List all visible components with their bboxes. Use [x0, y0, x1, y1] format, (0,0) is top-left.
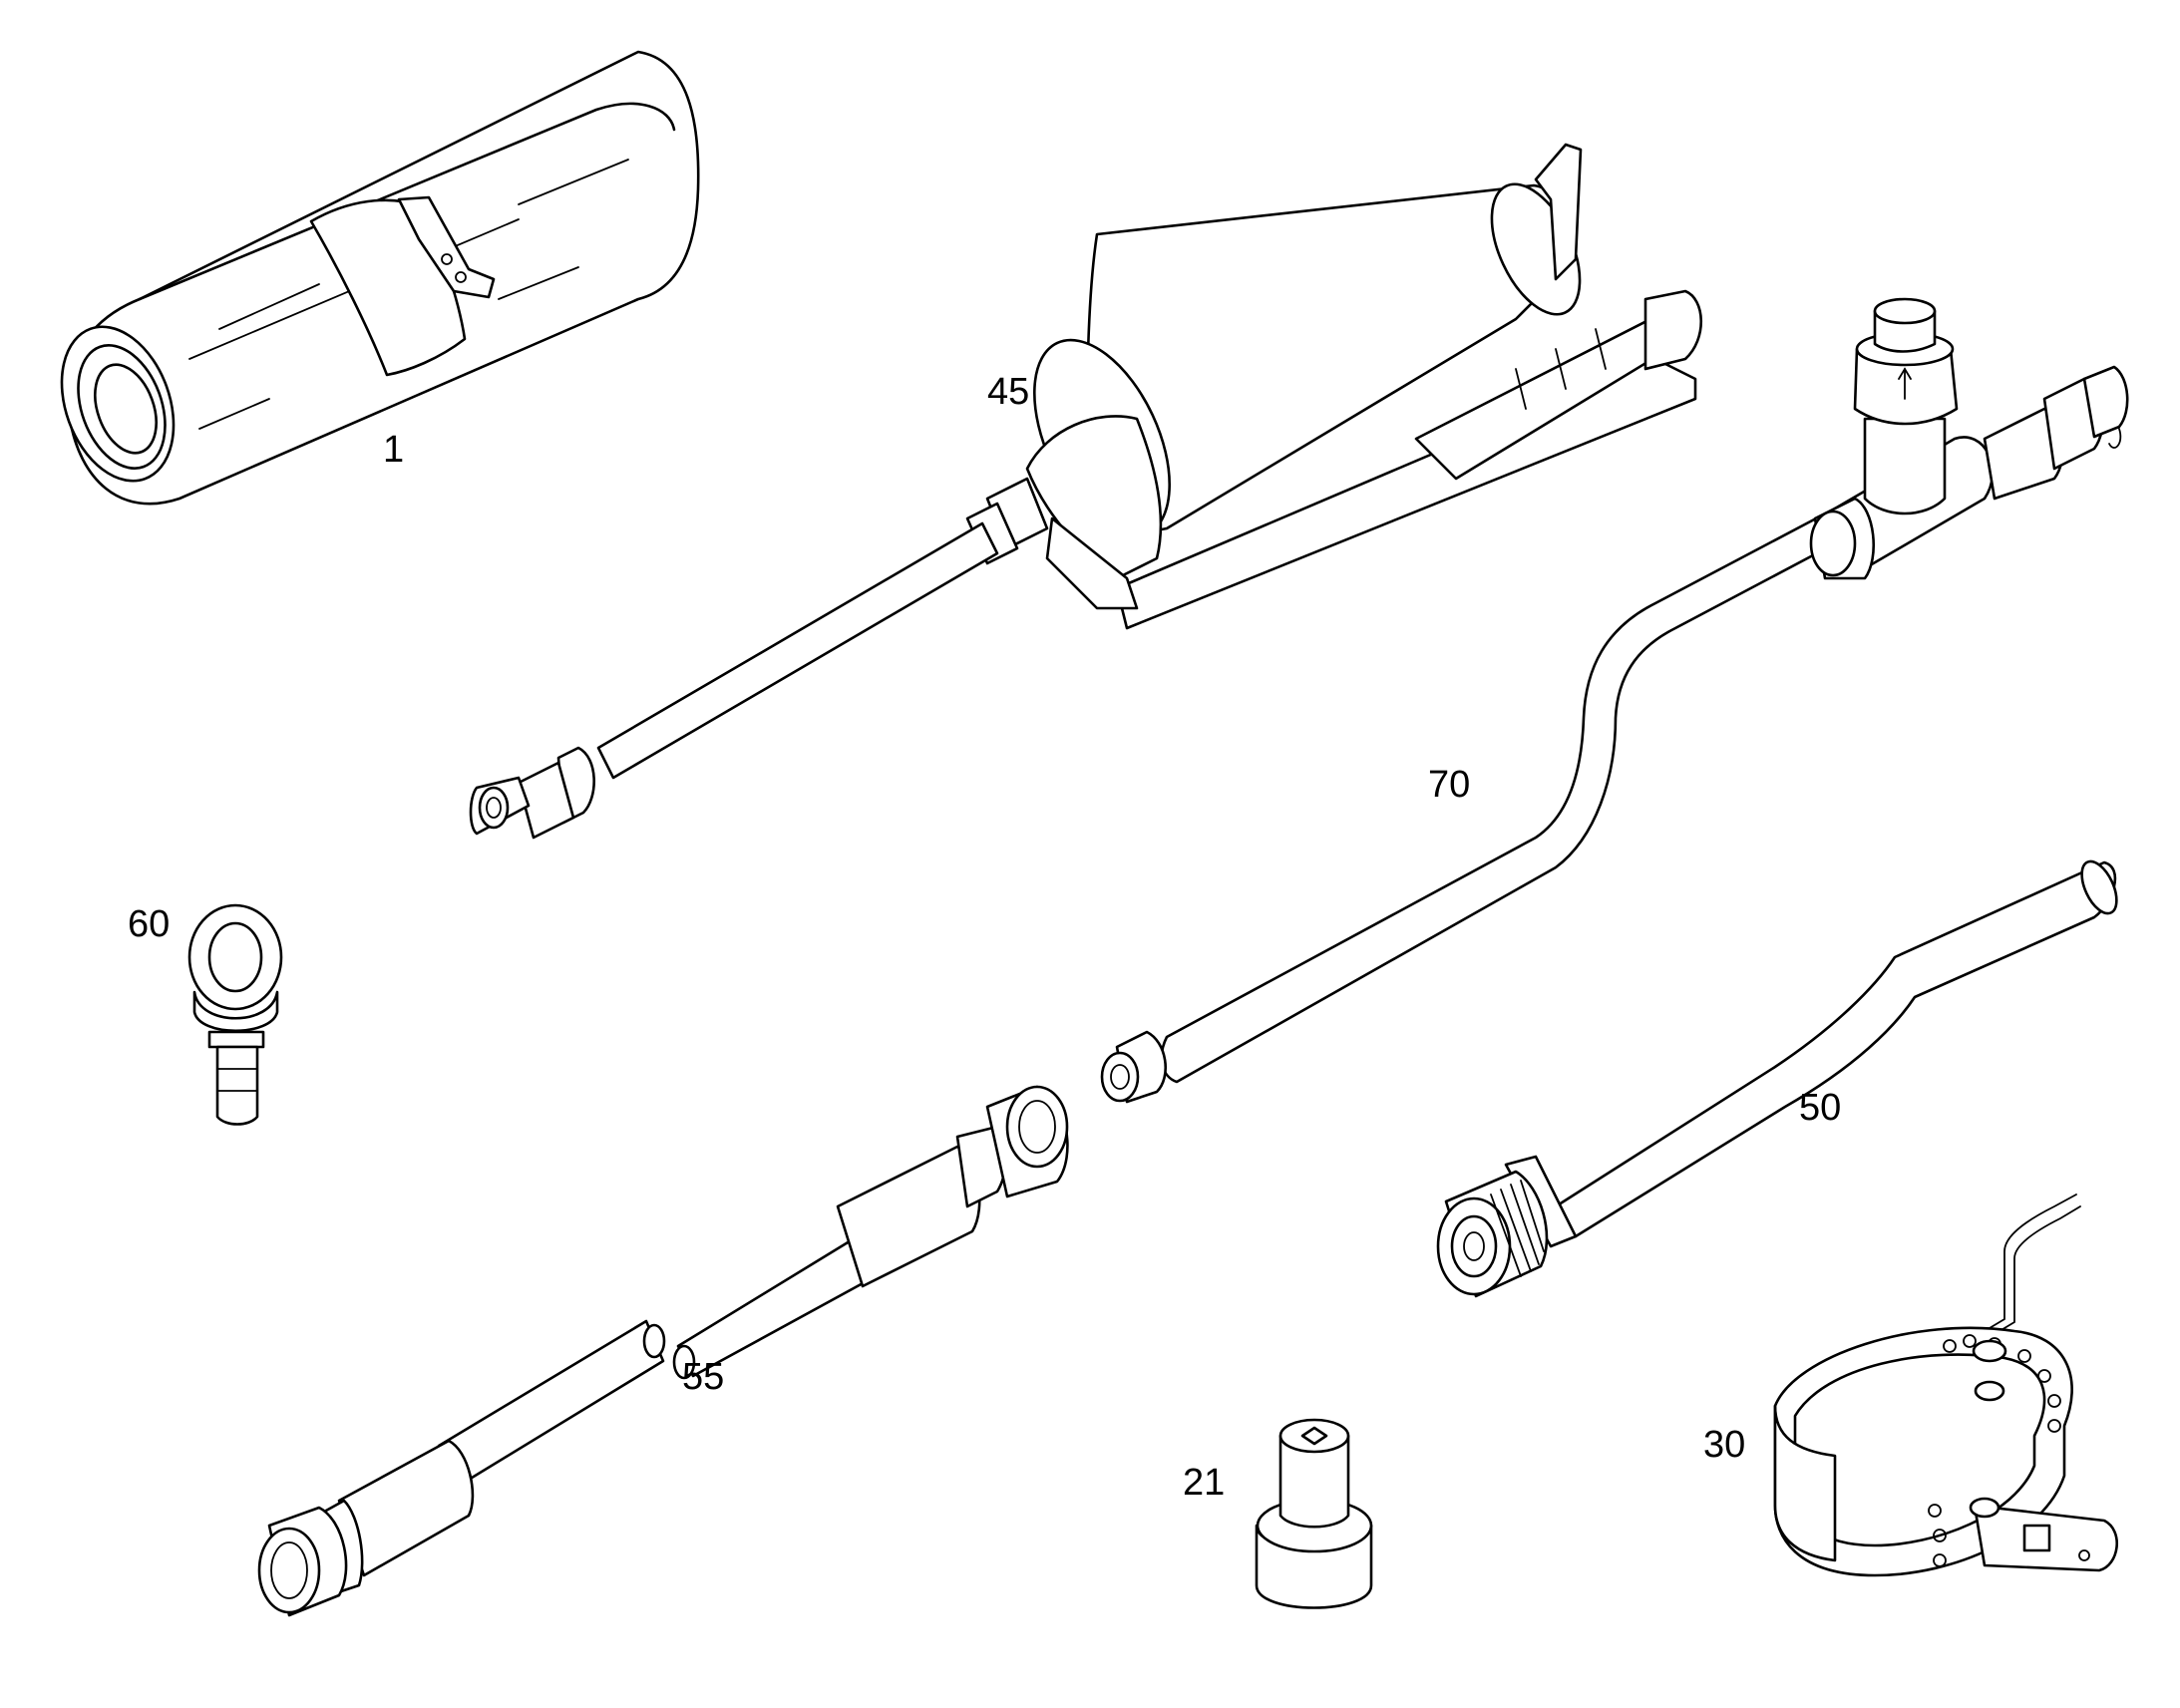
tube-part	[1436, 859, 2118, 1298]
callout-socket: 21	[1183, 1462, 1226, 1504]
socket-part	[1255, 1418, 1373, 1609]
callout-tube: 50	[1799, 1087, 1842, 1129]
callout-hose: 55	[682, 1356, 725, 1398]
callout-band: 30	[1703, 1424, 1746, 1466]
callout-roll: 1	[383, 429, 405, 471]
callout-hose-tee: 70	[1428, 764, 1471, 806]
hose-tee-part	[1100, 297, 2129, 1104]
hose-part	[257, 1085, 1069, 1617]
callout-eye-bolt: 60	[128, 903, 171, 945]
eye-bolt-part	[187, 903, 283, 1126]
tool-roll-part	[60, 50, 700, 506]
callout-grease-gun: 45	[987, 371, 1030, 413]
grease-gun-part	[469, 143, 1703, 840]
band-clamp-part	[1773, 1194, 2119, 1577]
